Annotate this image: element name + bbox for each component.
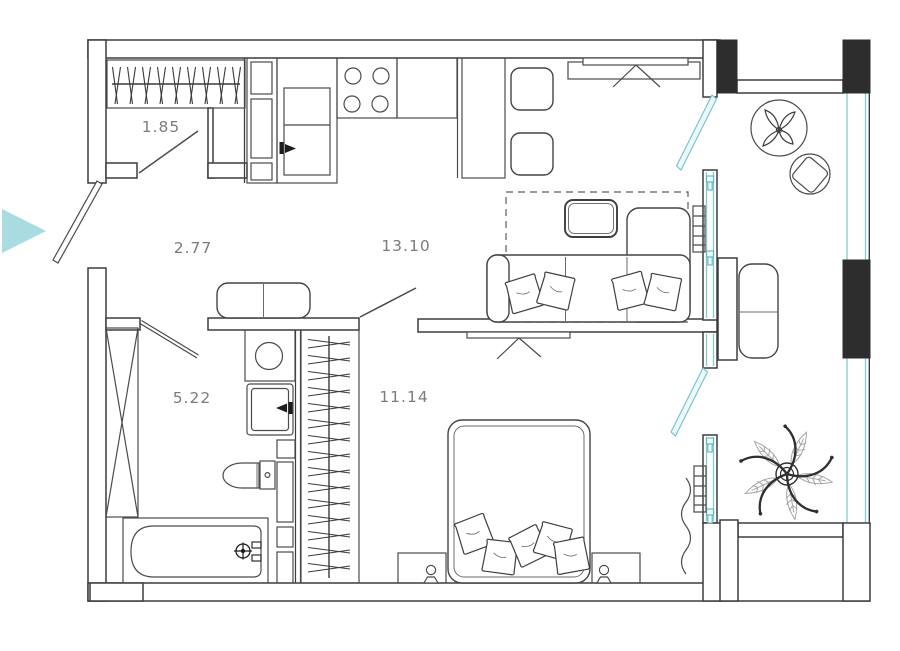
toilet [222,460,276,490]
hall-wardrobe [106,59,246,109]
kitchen-sink-cabinet [276,57,338,184]
shelf-column [276,439,296,584]
sofa-armrest [486,254,510,323]
bedroom-door-leaf [359,287,417,318]
wall-bottom-step [89,582,144,602]
curtain [680,477,692,575]
balcony-door-bedroom [670,367,709,437]
dining-chair [510,67,554,111]
entry-door-leaf [52,180,103,264]
bathroom-sink [246,383,294,436]
nightstand-right [591,552,641,584]
tv-top-wall [567,57,701,88]
column-top-right [842,39,871,94]
burner-icon [344,67,362,85]
column-bottom-right [842,522,871,602]
kitchen-counter [396,57,458,119]
kitchen [246,57,554,184]
area-label-living: 13.10 [381,237,430,255]
wall-closet-stub-right [207,162,248,179]
bathroom [105,319,296,584]
tv-icon [466,331,571,339]
flower-icon [762,109,796,147]
coffee-table [564,199,618,238]
window-handle-icon [705,250,715,266]
balcony-railing-top [736,79,844,94]
radiator-living [692,205,706,253]
round-table [750,99,808,157]
window-handle-icon [705,175,715,191]
potted-plant-icon [738,422,837,521]
ventilation-shaft [105,327,139,518]
bathtub [122,517,269,584]
bedroom-wardrobe [300,329,360,584]
bathroom-door-leaf [139,319,199,359]
bar-table [461,57,506,179]
balcony-door-living [675,94,718,171]
living-room [466,57,706,360]
wall-left-upper [87,39,107,184]
table-lamp-icon [596,564,612,584]
hallway [216,282,311,319]
wall-bath-north-right [207,317,360,331]
wall-closet-stub-left [105,162,138,179]
sofa [486,207,691,323]
hall-bench [216,282,311,319]
wall-top [87,39,721,59]
bed-pillow [552,536,591,576]
bath-faucet-icon [234,541,262,562]
balcony-railing-bottom [737,522,844,538]
closet-door-leaf [138,130,199,174]
balcony [738,99,837,521]
nightstand-left [397,552,447,584]
area-label-bedroom: 11.14 [379,388,428,406]
entry-arrow-icon [2,209,46,253]
area-label-hallway: 2.77 [174,239,213,257]
window-handle-icon [705,437,715,453]
tv-divider-unit [466,331,571,360]
tv-icon [582,57,689,66]
column-mid-left [717,257,738,361]
area-label-closet: 1.85 [142,118,181,136]
radiator-bedroom [693,465,707,513]
balcony-chair [789,153,831,195]
area-label-bathroom: 5.22 [173,389,212,407]
column-mid-right [842,259,871,359]
bedroom [300,287,707,584]
burner-icon [372,67,390,85]
window-handle-icon [705,508,715,524]
bed [447,419,591,584]
tv-bracket [496,337,542,360]
dining-chair [510,132,554,176]
table-lamp-icon [423,564,439,584]
entry [2,180,103,264]
burner-icon [371,95,389,113]
closet [106,59,246,174]
tv-bracket [612,64,661,88]
column-top-left [716,39,738,94]
wall-window-bottom [702,522,723,602]
wall-left-lower [87,267,107,602]
balcony-structure [716,39,871,602]
column-bottom-left [719,519,739,602]
window-wall-mid [702,331,718,369]
kitchen-sink [283,87,331,176]
balcony-bench [738,263,779,359]
washing-machine [244,329,296,382]
kitchen-faucet-icon [279,142,296,154]
burner-icon [343,95,361,113]
wall-window-top [702,39,718,98]
wall-bottom [87,582,723,602]
